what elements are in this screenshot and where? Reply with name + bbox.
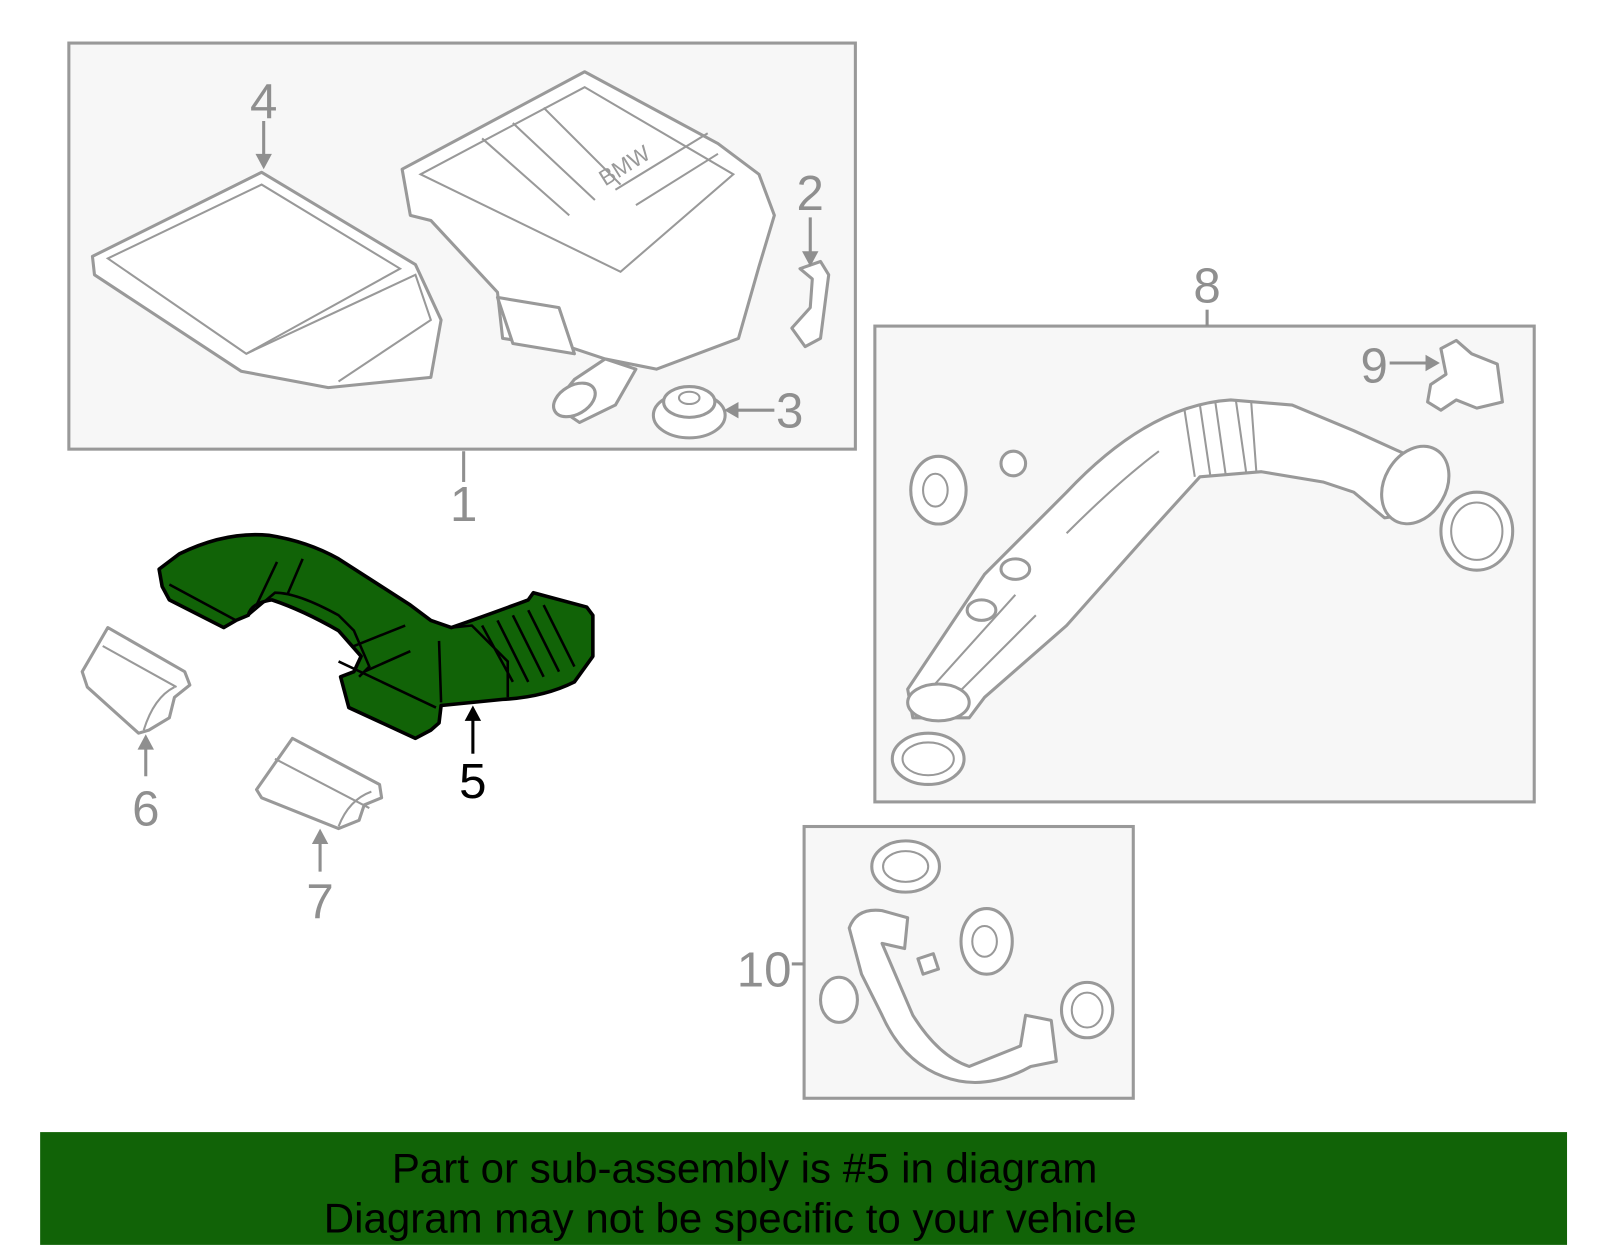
duct-bracket-part-7[interactable] [254, 736, 384, 831]
banner-line-1: Part or sub-assembly is #5 in diagram [392, 1144, 1097, 1191]
pipe-part-10[interactable] [818, 839, 1115, 1085]
sensor-part-9[interactable] [1426, 338, 1504, 412]
callout-10: 10 [737, 942, 792, 997]
banner-line-2: Diagram may not be specific to your vehi… [324, 1195, 1137, 1242]
duct-bracket-part-6[interactable] [80, 626, 192, 735]
charge-pipe-part-8[interactable] [906, 398, 1463, 723]
air-filter-element-part-4[interactable] [90, 170, 443, 390]
leader-lines [137, 121, 1440, 966]
callout-6: 6 [132, 781, 159, 836]
callout-4: 4 [250, 74, 277, 129]
info-banner [40, 1132, 1568, 1245]
callout-1: 1 [450, 477, 477, 532]
callout-5: 5 [459, 754, 486, 809]
air-box-housing[interactable] [400, 70, 776, 425]
intake-duct-part-5[interactable] [157, 532, 595, 741]
callout-7: 7 [306, 874, 333, 929]
seal-rings-part-8[interactable] [890, 449, 1515, 787]
callout-2: 2 [797, 166, 824, 221]
callout-3: 3 [776, 384, 803, 439]
bracket-part-2[interactable] [790, 259, 831, 349]
callout-9: 9 [1361, 338, 1388, 393]
callout-8: 8 [1193, 259, 1220, 314]
grommet-part-3[interactable] [651, 385, 727, 440]
